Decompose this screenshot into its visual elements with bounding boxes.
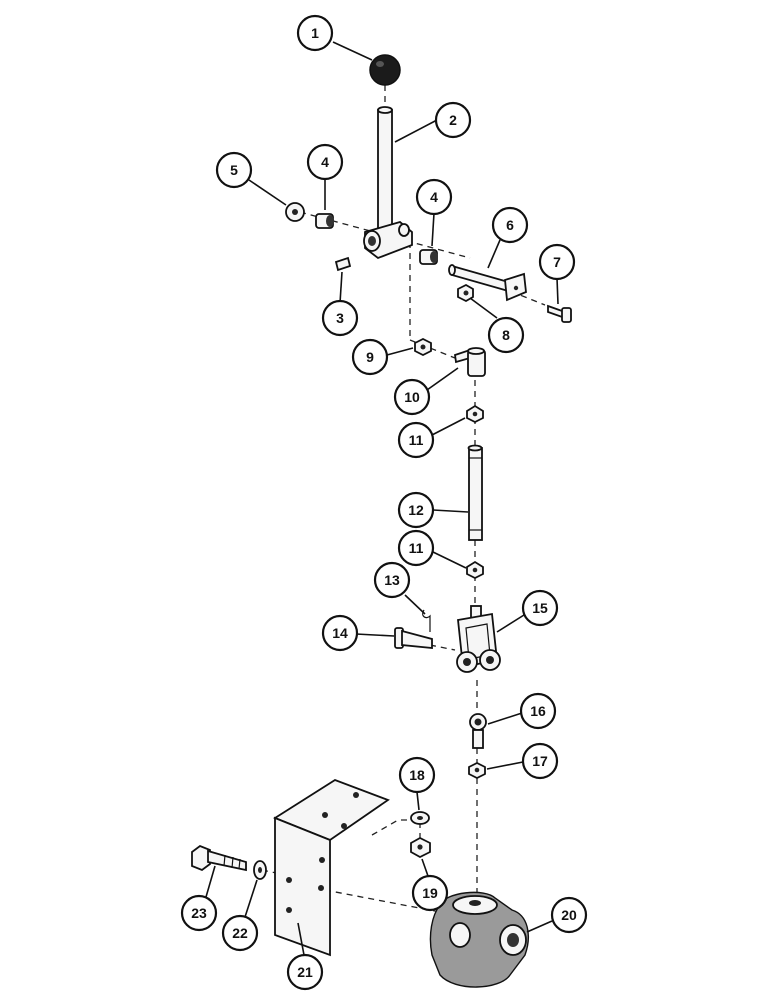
callout-9: 9 bbox=[351, 338, 389, 376]
svg-text:8: 8 bbox=[502, 327, 510, 343]
cap-screw-part bbox=[191, 844, 247, 872]
callout-10: 10 bbox=[393, 378, 431, 416]
washer-18-part bbox=[410, 811, 430, 825]
angle-bracket-part bbox=[273, 778, 390, 957]
callout-4a: 4 bbox=[306, 143, 344, 181]
callout-20: 20 bbox=[550, 896, 588, 934]
nut-19-part bbox=[410, 836, 431, 859]
clevis-pin-part bbox=[394, 627, 433, 649]
svg-text:12: 12 bbox=[408, 502, 424, 518]
clevis-yoke-part bbox=[456, 605, 501, 673]
svg-text:7: 7 bbox=[553, 254, 561, 270]
washer-5-part bbox=[285, 202, 305, 222]
bolt-7-part bbox=[547, 304, 572, 323]
callout-5: 5 bbox=[215, 151, 253, 189]
callout-19: 19 bbox=[411, 874, 449, 912]
callout-18: 18 bbox=[398, 756, 436, 794]
valve-body-part bbox=[429, 891, 529, 988]
svg-text:11: 11 bbox=[409, 432, 424, 448]
nut-11-upper-part bbox=[466, 404, 484, 424]
knob-part bbox=[369, 54, 401, 86]
callout-12: 12 bbox=[397, 491, 435, 529]
svg-text:16: 16 bbox=[530, 703, 546, 719]
eye-bolt-part bbox=[469, 713, 487, 749]
callout-3: 3 bbox=[321, 299, 359, 337]
svg-text:15: 15 bbox=[532, 600, 548, 616]
nut-11-lower-part bbox=[466, 560, 484, 580]
threaded-rod-part bbox=[467, 444, 483, 541]
svg-text:9: 9 bbox=[366, 349, 374, 365]
callout-6: 6 bbox=[491, 206, 529, 244]
svg-text:18: 18 bbox=[409, 767, 425, 783]
leader-lines bbox=[205, 41, 559, 956]
set-screw-part bbox=[334, 256, 352, 272]
svg-text:3: 3 bbox=[336, 310, 344, 326]
svg-text:6: 6 bbox=[506, 217, 514, 233]
lock-washer-part bbox=[253, 860, 267, 880]
svg-text:4: 4 bbox=[430, 189, 438, 205]
svg-text:2: 2 bbox=[449, 112, 457, 128]
svg-text:17: 17 bbox=[532, 753, 548, 769]
callout-16: 16 bbox=[519, 692, 557, 730]
callout-23: 23 bbox=[180, 894, 218, 932]
callout-11-lower: 11 bbox=[397, 529, 435, 567]
callout-4b: 4 bbox=[415, 178, 453, 216]
svg-text:19: 19 bbox=[422, 885, 438, 901]
rod-end-10-part bbox=[454, 347, 486, 377]
svg-text:22: 22 bbox=[232, 925, 248, 941]
svg-text:23: 23 bbox=[191, 905, 207, 921]
bushing-right-part bbox=[419, 249, 438, 265]
callout-7: 7 bbox=[538, 243, 576, 281]
nut-9-part bbox=[414, 337, 432, 357]
callout-17: 17 bbox=[521, 742, 559, 780]
svg-text:1: 1 bbox=[311, 25, 319, 41]
svg-text:21: 21 bbox=[297, 964, 313, 980]
svg-text:13: 13 bbox=[384, 572, 400, 588]
callout-8: 8 bbox=[487, 316, 525, 354]
pivot-pin-part bbox=[448, 264, 527, 302]
svg-text:4: 4 bbox=[321, 154, 329, 170]
svg-text:14: 14 bbox=[332, 625, 348, 641]
lever-rod-part bbox=[363, 106, 413, 260]
callout-11-upper: 11 bbox=[397, 421, 435, 459]
nut-17-part bbox=[468, 761, 486, 780]
callout-13: 13 bbox=[373, 561, 411, 599]
callout-1: 1 bbox=[296, 14, 334, 52]
callout-21: 21 bbox=[286, 953, 324, 991]
svg-text:5: 5 bbox=[230, 162, 238, 178]
callout-22: 22 bbox=[221, 914, 259, 952]
svg-text:20: 20 bbox=[561, 907, 577, 923]
svg-text:10: 10 bbox=[404, 389, 420, 405]
svg-text:11: 11 bbox=[409, 540, 424, 556]
callout-14: 14 bbox=[321, 614, 359, 652]
callout-15: 15 bbox=[521, 589, 559, 627]
callout-2: 2 bbox=[434, 101, 472, 139]
bushing-left-part bbox=[315, 213, 334, 229]
nut-8-part bbox=[457, 283, 474, 303]
